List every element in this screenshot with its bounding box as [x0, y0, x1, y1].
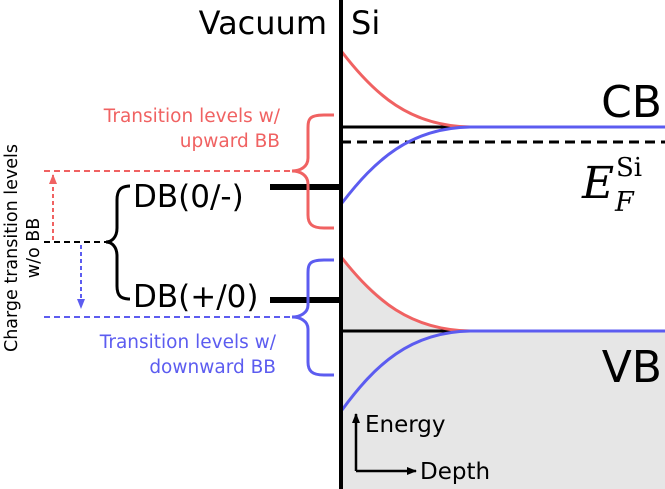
energy-axis-label: Energy: [365, 412, 446, 438]
vb-downward-bending-curve: [340, 329, 665, 411]
fermi-superscript: Si: [616, 153, 642, 183]
db-acceptor-label: DB(0/-): [133, 179, 244, 215]
cb-upward-bending-curve: [340, 51, 471, 129]
side-caption-line2: w/o BB: [24, 218, 44, 279]
fermi-subscript: F: [614, 187, 635, 218]
vb-upward-bending-curve: [340, 257, 471, 333]
no-bb-bracket: [105, 184, 131, 301]
valence-band-label: VB: [602, 342, 662, 393]
cb-downward-bending-curve: [340, 125, 665, 204]
silicon-label: Si: [351, 4, 380, 42]
upward-bb-bracket: [291, 113, 334, 230]
upward-bb-caption-line1: Transition levels w/: [103, 106, 281, 127]
conduction-band-label: CB: [601, 77, 662, 128]
depth-axis-label: Depth: [420, 459, 490, 485]
downward-bb-bracket: [291, 258, 334, 377]
side-caption-line1: Charge transition levels: [2, 144, 22, 352]
downward-bb-caption-line2: downward BB: [149, 357, 276, 378]
db-donor-label: DB(+/0): [133, 279, 258, 315]
upward-bb-caption-line2: upward BB: [180, 131, 280, 152]
downward-bb-caption-line1: Transition levels w/: [99, 332, 277, 353]
vacuum-label: Vacuum: [199, 4, 327, 42]
fermi-symbol: E: [581, 158, 614, 209]
valence-band-region: [341, 260, 665, 489]
side-caption: Charge transition levels w/o BB: [2, 144, 44, 352]
fermi-level-label: E F Si: [581, 153, 642, 218]
